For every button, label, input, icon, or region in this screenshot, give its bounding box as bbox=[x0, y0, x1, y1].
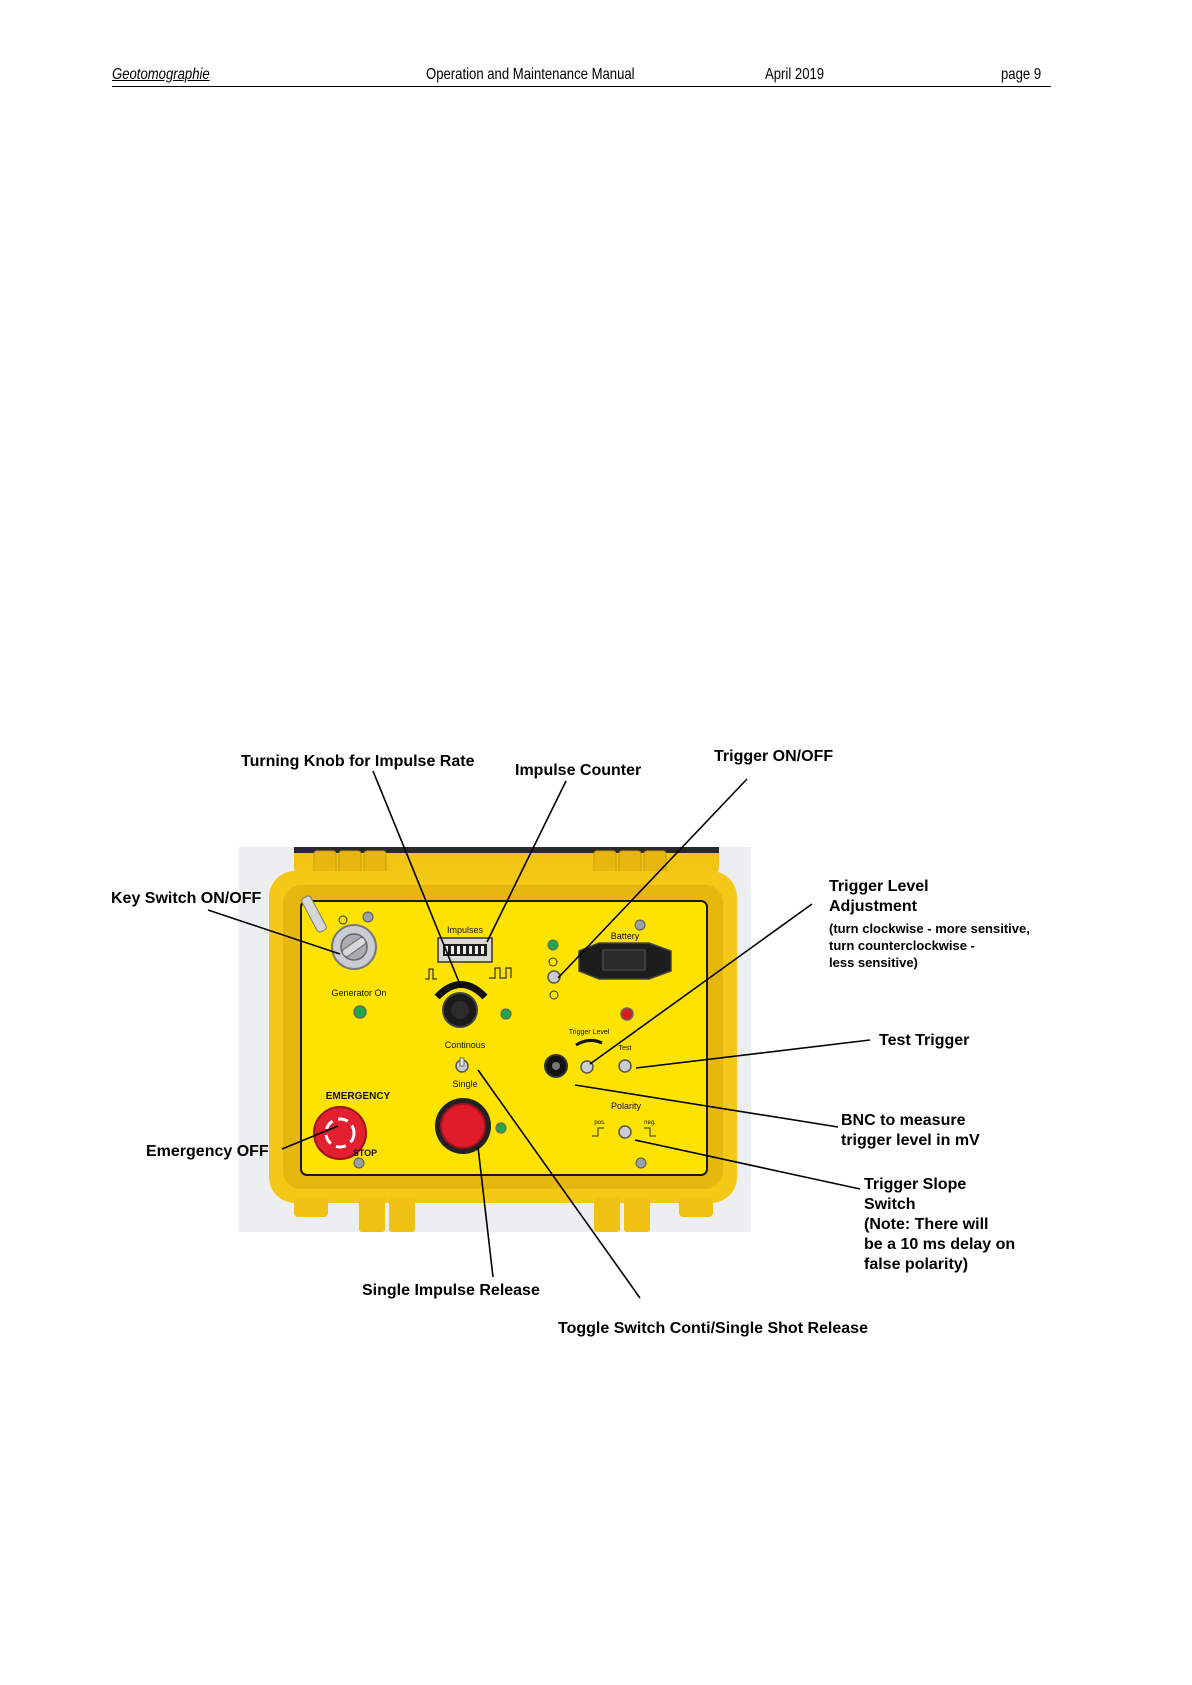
control-panel-illustration: Generator On Impulses Continous Single E… bbox=[269, 847, 737, 1232]
callout-trigger-onoff: Trigger ON/OFF bbox=[714, 748, 834, 765]
header-title: Operation and Maintenance Manual bbox=[426, 66, 635, 83]
callout-turning-knob: Turning Knob for Impulse Rate bbox=[241, 753, 475, 770]
callout-trigger-level-title: Trigger Level bbox=[829, 878, 929, 895]
header-company: Geotomographie bbox=[112, 66, 210, 83]
generator-on-label: Generator On bbox=[331, 988, 386, 998]
test-label: Test bbox=[619, 1045, 632, 1052]
battery-lid bbox=[602, 949, 646, 971]
impulses-label: Impulses bbox=[447, 925, 484, 935]
trigger-level-potentiometer bbox=[580, 1060, 594, 1074]
emergency-label: EMERGENCY bbox=[326, 1091, 391, 1102]
callout-bnc-2: trigger level in mV bbox=[841, 1132, 980, 1149]
continous-label: Continous bbox=[445, 1040, 486, 1050]
callout-trigger-slope-2: Switch bbox=[864, 1196, 916, 1213]
rate-led bbox=[500, 1008, 512, 1020]
callout-trigger-level-note-2: turn counterclockwise - bbox=[829, 938, 975, 953]
emergency-ring bbox=[324, 1117, 356, 1149]
callout-trigger-slope-5: false polarity) bbox=[864, 1256, 969, 1273]
callout-key-switch: Key Switch ON/OFF bbox=[111, 890, 262, 907]
trigger-on-mark bbox=[548, 957, 558, 967]
test-trigger-button bbox=[618, 1059, 632, 1073]
knob-cap bbox=[451, 1001, 469, 1019]
callout-trigger-level-note-3: less sensitive) bbox=[829, 955, 918, 970]
trigger-led-red bbox=[620, 1007, 634, 1021]
callout-impulse-counter: Impulse Counter bbox=[515, 762, 642, 779]
trigger-onoff-toggle bbox=[547, 970, 561, 984]
toggle-lever bbox=[459, 1057, 465, 1067]
trigger-off-mark bbox=[549, 990, 559, 1000]
polarity-label: Polarity bbox=[611, 1101, 642, 1111]
trigger-led bbox=[547, 939, 559, 951]
header-page-number: page 9 bbox=[1001, 66, 1042, 83]
polarity-pos-label: pos. bbox=[594, 1120, 606, 1126]
callout-test-trigger: Test Trigger bbox=[879, 1032, 970, 1049]
trigger-level-label: Trigger Level bbox=[569, 1029, 610, 1036]
callout-single-impulse-release: Single Impulse Release bbox=[362, 1282, 540, 1299]
page-header: Geotomographie Operation and Maintenance… bbox=[112, 62, 1051, 87]
battery-label: Battery bbox=[611, 931, 640, 941]
header-date: April 2019 bbox=[765, 66, 825, 83]
single-led bbox=[495, 1122, 507, 1134]
callout-toggle-switch: Toggle Switch Conti/Single Shot Release bbox=[558, 1320, 868, 1337]
stop-label: STOP bbox=[353, 1148, 377, 1158]
callout-trigger-level-adjustment: Adjustment bbox=[829, 898, 917, 915]
single-label: Single bbox=[452, 1079, 477, 1089]
control-panel-photo: Generator On Impulses Continous Single E… bbox=[239, 847, 751, 1232]
single-impulse-button bbox=[440, 1103, 486, 1149]
polarity-neg-label: neg. bbox=[644, 1120, 656, 1126]
callout-trigger-level-note-1: (turn clockwise - more sensitive, bbox=[829, 921, 1030, 936]
polarity-toggle bbox=[618, 1125, 632, 1139]
callout-trigger-slope-4: be a 10 ms delay on bbox=[864, 1236, 1016, 1253]
callout-trigger-slope-1: Trigger Slope bbox=[864, 1176, 967, 1193]
callout-bnc-1: BNC to measure bbox=[841, 1112, 966, 1129]
callout-trigger-slope-3: (Note: There will bbox=[864, 1216, 989, 1233]
callout-emergency-off: Emergency OFF bbox=[146, 1143, 269, 1160]
generator-on-led bbox=[353, 1005, 367, 1019]
bnc-pin bbox=[552, 1062, 560, 1070]
